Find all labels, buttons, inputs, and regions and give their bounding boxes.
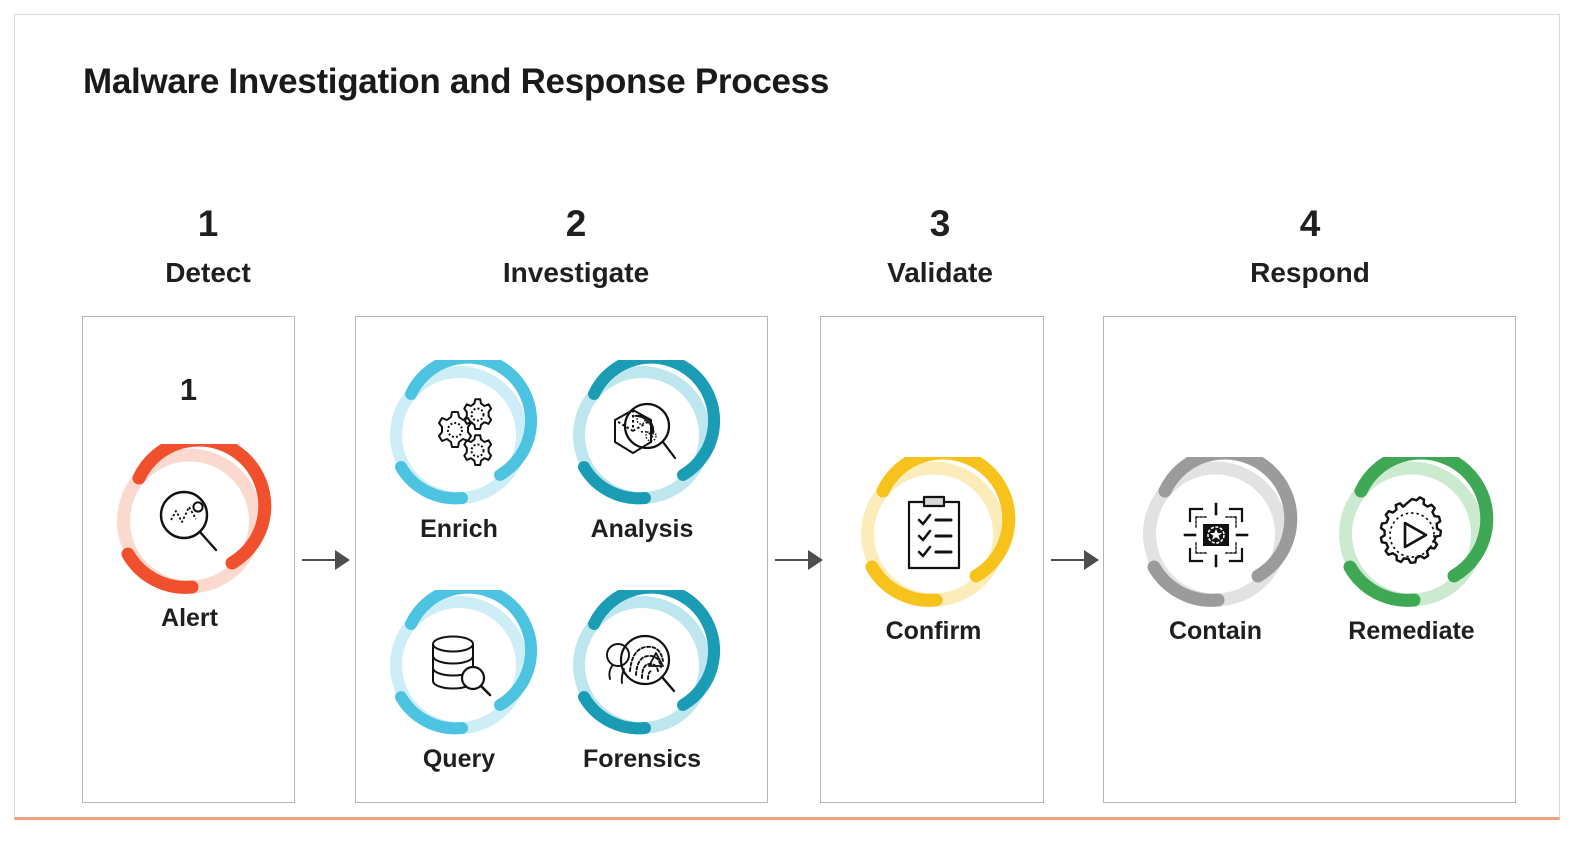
- cube-magnifier-icon: [553, 360, 731, 510]
- panel-respond: Contain: [1103, 316, 1516, 803]
- alert-magnifier-icon: [96, 444, 283, 599]
- node-alert[interactable]: Alert: [96, 444, 283, 631]
- stage-header-detect: 1 Detect: [113, 205, 303, 287]
- query-ring: [370, 590, 548, 740]
- clipboard-checklist-icon: [840, 457, 1027, 612]
- node-forensics[interactable]: Forensics: [553, 590, 731, 772]
- stage-number: 3: [929, 203, 951, 244]
- stage-header-investigate: 2 Investigate: [461, 205, 691, 287]
- gear-play-icon: [1318, 457, 1505, 612]
- stage-header-validate: 3 Validate: [835, 205, 1045, 287]
- panel-inner-number: 1: [179, 372, 198, 407]
- node-query[interactable]: Query: [370, 590, 548, 772]
- arrow-detect-to-investigate: [302, 549, 350, 571]
- node-label: Remediate: [1348, 617, 1475, 645]
- stage-number: 4: [1299, 203, 1321, 244]
- page-title: Malware Investigation and Response Proce…: [83, 62, 829, 101]
- enrich-ring: [370, 360, 548, 510]
- node-label: Confirm: [885, 617, 982, 645]
- node-label: Contain: [1168, 617, 1263, 645]
- stage-header-respond: 4 Respond: [1205, 205, 1415, 287]
- node-label: Alert: [161, 604, 218, 632]
- panel-validate: Confirm: [820, 316, 1044, 803]
- arrow-investigate-to-validate: [775, 549, 823, 571]
- node-contain[interactable]: Contain: [1122, 457, 1309, 644]
- database-search-icon: [370, 590, 548, 740]
- stage-name: Validate: [887, 257, 993, 288]
- fingerprint-icon: [553, 590, 731, 740]
- panel-investigate: Enrich: [355, 316, 768, 803]
- node-label: Query: [422, 745, 496, 773]
- node-label: Forensics: [582, 745, 702, 773]
- node-analysis[interactable]: Analysis: [553, 360, 731, 542]
- node-label: Enrich: [420, 515, 498, 543]
- stage-name: Detect: [165, 257, 251, 288]
- node-label: Analysis: [590, 515, 694, 543]
- stage-number: 1: [197, 203, 219, 244]
- stage-name: Respond: [1250, 257, 1370, 288]
- arrow-validate-to-respond: [1051, 549, 1099, 571]
- slide-canvas: Malware Investigation and Response Proce…: [14, 14, 1560, 820]
- alert-ring: [96, 444, 283, 599]
- node-enrich[interactable]: Enrich: [370, 360, 548, 542]
- target-virus-icon: [1122, 457, 1309, 612]
- stage-number: 2: [565, 203, 587, 244]
- node-confirm[interactable]: Confirm: [840, 457, 1027, 644]
- analysis-ring: [553, 360, 731, 510]
- confirm-ring: [840, 457, 1027, 612]
- panel-detect: 1: [82, 316, 295, 803]
- contain-ring: [1122, 457, 1309, 612]
- forensics-ring: [553, 590, 731, 740]
- gears-icon: [370, 360, 548, 510]
- remediate-ring: [1318, 457, 1505, 612]
- node-remediate[interactable]: Remediate: [1318, 457, 1505, 644]
- stage-name: Investigate: [502, 257, 650, 288]
